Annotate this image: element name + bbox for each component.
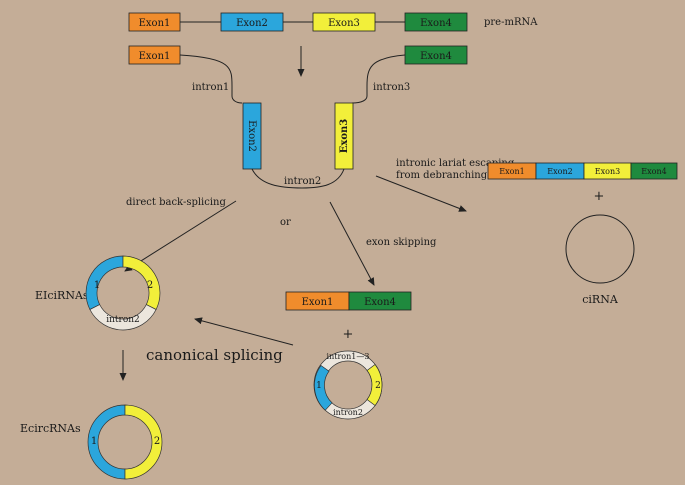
skipped-exon1-label: Exon1 [302,297,334,308]
lariat-exon1-label: Exon1 [139,51,171,62]
lariat-exon2-label: Exon2 [246,120,257,152]
intron2-lariat-line [251,168,345,189]
eiciRNA-intron-segment [89,304,157,331]
ecircRNAs-group: EcircRNAs 1 2 [20,404,163,480]
skipped-ring-seg2-label: 2 [375,381,381,391]
eiciRNA-exon3-segment [122,255,161,310]
pre-mrna-exon2-label: Exon2 [236,18,268,29]
skipped-plus: + [343,327,354,342]
ciRNA-group: Exon1 Exon2 Exon3 Exon4 + ciRNA [487,162,678,306]
ecircRNAs-label: EcircRNAs [20,422,81,435]
ciRNA-plus: + [594,189,605,204]
arrow-exon-skipping [329,201,375,286]
ecircRNA-exon3-segment [124,404,163,480]
exon-skipping-products: Exon1 Exon4 + intron1—3 intron2 1 2 [285,291,412,420]
eiciRNA-exon2-segment [85,255,124,310]
skipped-exon4-label: Exon4 [364,297,396,308]
ecircRNA-seg2-label: 2 [154,436,160,447]
eiciRNAs-label: EIciRNAs [35,289,89,302]
arrow-direct-back-splicing [124,200,237,272]
lariat-intermediate: Exon1 Exon4 intron1 intron3 Exon2 Exon3 … [128,45,468,189]
ciRNA-label: ciRNA [582,293,619,306]
pre-mrna-exon4 [404,12,468,32]
canonical-splicing-label: canonical splicing [146,346,283,364]
pre-mrna: Exon1 Exon2 Exon3 Exon4 pre-mRNA [128,12,538,32]
arrow-canonical-splicing [194,317,294,346]
ciRNA-exon4-label: Exon4 [641,167,666,176]
intron3-line [351,54,406,104]
eiciRNA-intron-label: intron2 [106,315,140,325]
pre-mrna-exon1 [128,12,181,32]
arrow-intronic-lariat [375,175,467,212]
ciRNA-exon4 [630,162,678,180]
pre-mrna-label: pre-mRNA [484,17,538,28]
pre-mrna-exon3 [312,12,376,32]
eiciRNA-seg2-label: 2 [147,280,153,291]
skipped-exon4 [348,291,412,311]
lariat-exon3-label: Exon3 [339,119,350,154]
pre-mrna-exon4-label: Exon4 [420,18,452,29]
intron2-label: intron2 [284,176,321,187]
skipped-ring-exon3-segment [366,364,383,406]
eiciRNAs-group: EIciRNAs 1 2 intron2 [35,255,161,331]
pre-mrna-exon2 [220,12,284,32]
intronic-lariat-label-line1: intronic lariat escaping [396,158,515,169]
intron1-label: intron1 [192,82,229,93]
intronic-lariat-label-line2: from debranching [396,170,488,181]
exon-skipping-label: exon skipping [366,237,437,248]
ecircRNA-seg1-label: 1 [91,436,97,447]
eiciRNA-seg1-label: 1 [94,280,100,291]
lariat-exon4-label: Exon4 [420,51,452,62]
skipped-ring-bottom-label: intron2 [333,408,363,417]
skipped-ring-seg1-label: 1 [316,381,322,391]
skipped-ring-exon2-segment [314,365,333,411]
intron3-label: intron3 [373,82,410,93]
direct-back-splicing-label: direct back-splicing [126,197,226,208]
pre-mrna-exon1-label: Exon1 [139,18,171,29]
ciRNA-exon2-label: Exon2 [547,167,572,176]
pre-mrna-exon3-label: Exon3 [328,18,360,29]
intron1-line [179,54,243,104]
ciRNA-exon1-label: Exon1 [499,167,524,176]
ciRNA-circle [565,214,635,284]
skipped-ring-top-label: intron1—3 [327,352,370,361]
ciRNA-exon3-label: Exon3 [595,167,620,176]
or-label: or [280,217,291,228]
